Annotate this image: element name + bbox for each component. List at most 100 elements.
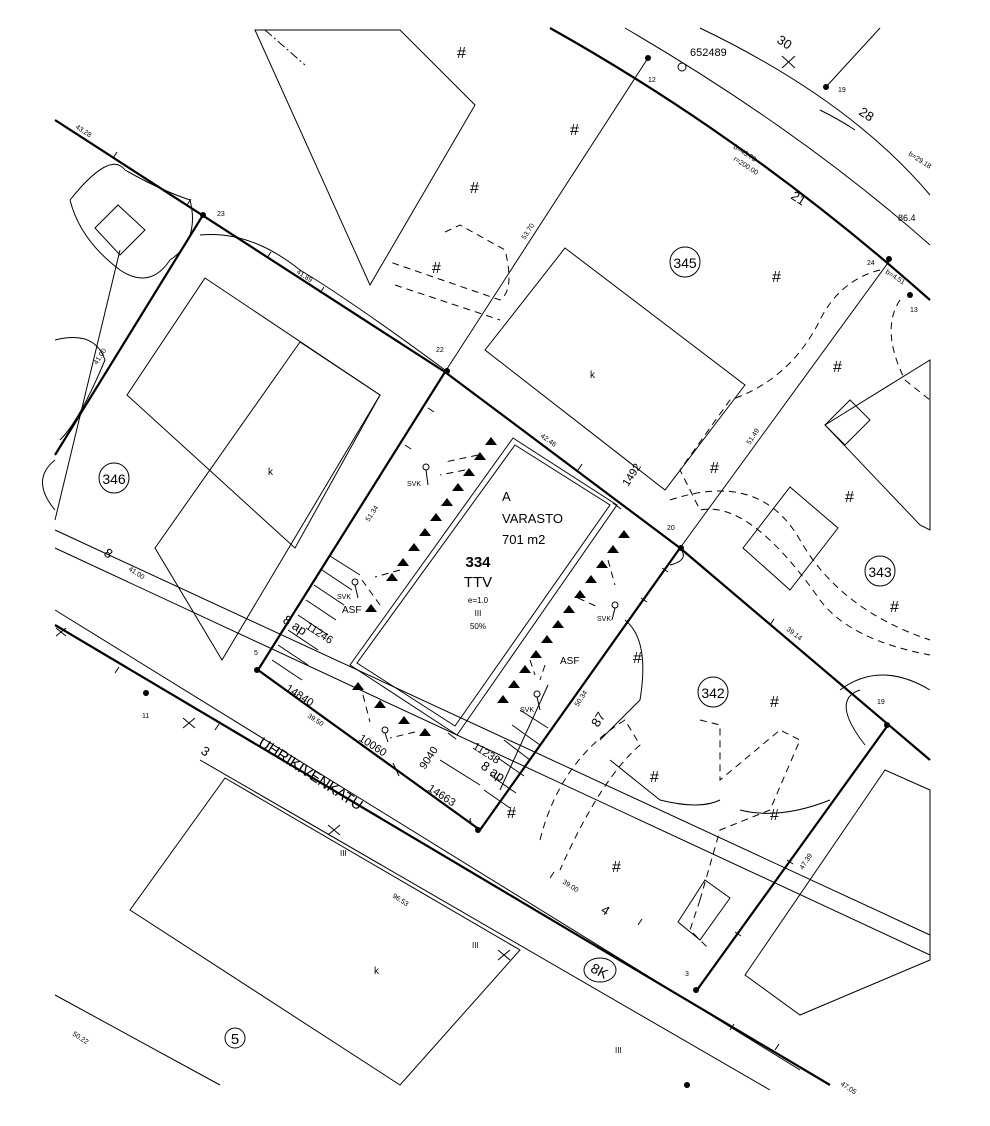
meas-42-46: 42.46 [539, 433, 557, 449]
arrows [361, 454, 616, 739]
road-edge-southwest [54, 994, 221, 1086]
dashdot-line-north [264, 29, 306, 66]
building-345 [484, 247, 746, 491]
building-k-5: k [374, 966, 380, 977]
upper-road-edge-b [699, 27, 931, 196]
building-343-tiny [824, 399, 871, 446]
block-345-label: 345 [673, 255, 697, 271]
boundary-5-south [257, 669, 481, 831]
buildings [94, 29, 931, 1086]
curve-22-north [199, 233, 446, 371]
upper-road-edge-a [624, 27, 931, 246]
curve-342-a [599, 619, 644, 741]
svk-label-3: SVK [597, 616, 611, 623]
plot-use-label: A [502, 489, 511, 504]
meas-47-05: 47.05 [839, 1081, 858, 1096]
building-343-east [824, 359, 931, 531]
warehouse-334-inner [356, 444, 611, 727]
curve-west [54, 337, 106, 441]
hash-symbols: # # # # # # # # # # # # # # # [432, 45, 899, 876]
hash-6: # [833, 359, 842, 376]
curve-19-b [845, 689, 866, 746]
plot-number-label: 334 [465, 554, 491, 571]
road-roman-labels: III III III [340, 849, 622, 1055]
block-number-circles [98, 246, 896, 1049]
plot-zone-label: TTV [464, 574, 492, 591]
curve-19-upper [819, 109, 856, 131]
meas-50-34: 50.34 [574, 689, 589, 708]
block-345-circle [669, 246, 701, 278]
boundary-20-south [479, 547, 681, 831]
plot-name-label: VARASTO [502, 511, 563, 526]
meas-39-00: 39.00 [561, 879, 580, 894]
coord-14840: 14840 [283, 682, 315, 709]
block-5-circle [224, 1027, 246, 1049]
measurements: 43.28 41.89 53.70 51.49 42.46 51.34 41.0… [71, 32, 932, 1096]
small-building-nw [94, 204, 146, 256]
svk-label-4: SVK [520, 707, 534, 714]
plot-346-west [54, 249, 121, 521]
warehouse-334-outer [349, 437, 618, 736]
upper-road-boundary [549, 27, 931, 301]
hash-13: # [507, 805, 516, 822]
label-28: 28 [856, 104, 876, 124]
coord-11246: 11246 [303, 620, 335, 646]
building-342-small [677, 879, 731, 941]
point-4: 4 [468, 818, 472, 825]
curve-b-451: b=4.51 [884, 269, 906, 287]
hash-10: # [633, 650, 642, 667]
meas-53-70: 53.70 [521, 222, 536, 241]
label-8: 8 [101, 545, 115, 562]
asf-label-2: ASF [560, 656, 579, 667]
hash-14: # [770, 807, 779, 824]
hash-12: # [650, 769, 659, 786]
survey-points [55, 55, 913, 1088]
block-8k-circle [583, 957, 617, 983]
point-numbers: 652489 12 19 23 22 24 13 20 19 5 11 4 3 [142, 47, 918, 978]
upper-road [549, 27, 931, 301]
point-20: 20 [667, 525, 675, 532]
point-13: 13 [910, 307, 918, 314]
meas-96-53: 96.53 [391, 893, 410, 908]
building-k-345: k [590, 370, 596, 381]
dash-path-345-b [394, 284, 501, 321]
hash-1: # [457, 45, 466, 62]
label-3: 3 [198, 743, 212, 760]
hash-4: # [432, 260, 441, 277]
building-342-east [744, 769, 931, 1016]
point-5: 5 [254, 650, 258, 657]
line-12-22 [444, 57, 649, 373]
svk-label-2: SVK [337, 594, 351, 601]
label-86-4: 86.4 [898, 213, 916, 223]
coord-9040: 9040 [417, 745, 440, 772]
building-upper-left [254, 29, 476, 287]
boundary-23-22 [54, 119, 446, 373]
street-name-label: UHRIKIVENKATU [255, 734, 365, 814]
plot-area-label: 701 m2 [502, 532, 545, 547]
curve-b-29: b=29.18 [907, 151, 932, 171]
dash-path-345-a [389, 224, 510, 301]
curve-19-a [839, 674, 931, 691]
svk-label-1: SVK [407, 481, 421, 488]
point-652489: 652489 [690, 47, 727, 59]
upper-road-cross-line [824, 27, 881, 89]
label-87: 87 [588, 709, 608, 729]
building-5 [129, 777, 521, 1086]
point-3: 3 [685, 971, 689, 978]
roman-3-a: III [340, 849, 347, 858]
building-k-346: k [268, 467, 274, 478]
coord-14663: 14663 [425, 782, 457, 809]
plot-coverage-label: 50% [470, 622, 486, 631]
dash-path-342-a [539, 719, 641, 871]
hash-8: # [845, 489, 854, 506]
curve-342-b [609, 759, 721, 806]
dash-path-343-b [890, 299, 931, 401]
block-8k-label: 8K [588, 960, 611, 982]
curve-nw [69, 163, 193, 279]
plot-efficiency-label: e=1.0 [468, 596, 489, 605]
meas-50-22: 50.22 [71, 1031, 90, 1046]
hash-2: # [570, 122, 579, 139]
point-23: 23 [217, 211, 225, 218]
curve-342-c [739, 799, 831, 814]
